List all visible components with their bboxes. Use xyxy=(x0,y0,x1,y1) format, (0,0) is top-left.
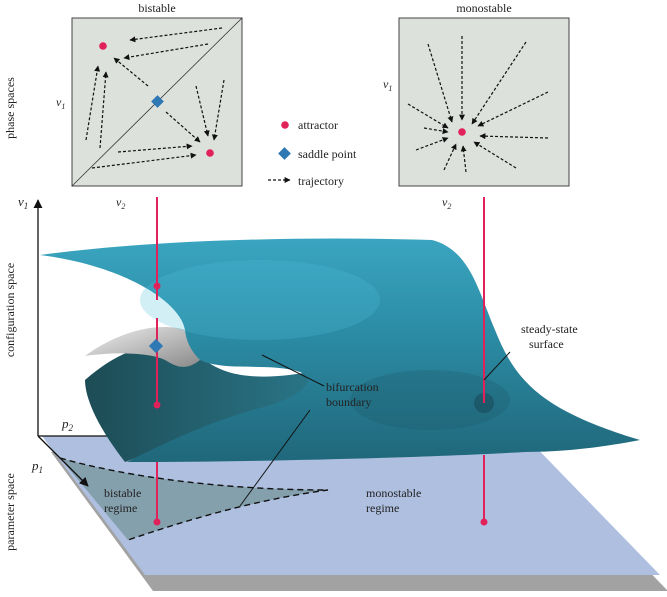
parameter-plane xyxy=(42,436,660,575)
legend-trajectory-label: trajectory xyxy=(298,174,344,188)
monostable-title: monostable xyxy=(456,1,511,15)
bifurcation-pointer-upper xyxy=(261,354,325,387)
bifurcation-pointer-lower xyxy=(239,409,311,507)
steady-state-surface xyxy=(40,238,640,462)
bistable-v2-label: v2 xyxy=(116,195,125,211)
saddle-icon xyxy=(151,95,164,108)
p2-axis-label: p2 xyxy=(61,416,74,433)
saddle-state xyxy=(148,338,164,354)
p1-axis xyxy=(37,435,89,487)
surface-highlight xyxy=(140,260,380,340)
legend-saddle-icon xyxy=(278,147,291,160)
monostable-phase-panel: monostable v1 v2 xyxy=(383,1,570,211)
bifurcation-label-2: boundary xyxy=(326,395,371,409)
monostable-v2-label: v2 xyxy=(442,195,451,211)
bistable-title: bistable xyxy=(138,1,175,15)
bistable-regime-label-2: regime xyxy=(104,501,137,515)
monostable-attractor-icon xyxy=(458,128,466,136)
surface-pointer xyxy=(483,351,511,381)
attractor-upper-icon xyxy=(99,42,107,50)
configuration-space-label: configuration space xyxy=(3,263,17,357)
surface-underside xyxy=(85,344,320,462)
p1-axis-label: p1 xyxy=(31,458,43,475)
legend-saddle-label: saddle point xyxy=(298,147,357,161)
bistable-boundary xyxy=(59,457,329,541)
bifurcation-label-1: bifurcation xyxy=(326,380,379,394)
monostable-param-point xyxy=(480,518,488,526)
monostable-regime-label-1: monostable xyxy=(366,486,421,500)
bistable-regime-label-1: bistable xyxy=(104,486,141,500)
bistable-phase-panel: bistable v1 v2 xyxy=(56,1,243,211)
bistable-param-point xyxy=(153,518,161,526)
surface-label-2: surface xyxy=(529,337,564,351)
v1-axis-label: v1 xyxy=(18,194,28,211)
monostable-trajectories xyxy=(407,36,549,173)
surface-label-1: steady-state xyxy=(521,322,578,336)
monostable-regime-label-2: regime xyxy=(366,501,399,515)
phase-spaces-label: phase spaces xyxy=(3,77,17,139)
monostable-panel-bg xyxy=(398,17,570,187)
surface-shade xyxy=(350,370,510,430)
parameter-space-label: parameter space xyxy=(3,473,17,551)
lower-attractor-state xyxy=(153,401,161,409)
bistable-trajectories xyxy=(85,27,225,169)
surface-fold xyxy=(85,327,200,367)
upper-attractor-state xyxy=(153,282,161,290)
legend-attractor-icon xyxy=(281,121,289,129)
legend: attractor saddle point trajectory xyxy=(268,118,357,188)
legend-attractor-label: attractor xyxy=(298,118,338,132)
bistable-v1-label: v1 xyxy=(56,95,65,111)
bistable-region xyxy=(60,458,328,540)
attractor-lower-icon xyxy=(206,149,214,157)
monostable-v1-label: v1 xyxy=(383,77,392,93)
